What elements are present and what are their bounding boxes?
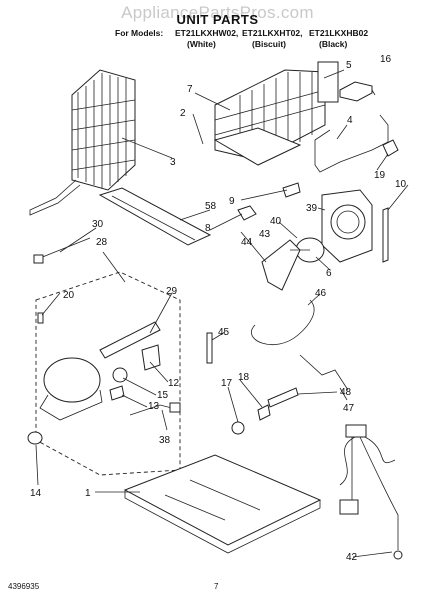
part-17-drawing (231, 421, 245, 435)
page-title: UNIT PARTS (176, 12, 259, 27)
part-9-drawing (282, 182, 301, 198)
leader-lines (35, 69, 409, 558)
callout-46: 46 (315, 288, 327, 299)
part-18-drawing (257, 404, 271, 421)
callout-5: 5 (346, 60, 352, 71)
part-38-drawing (129, 404, 173, 416)
wire-harness-drawing (339, 424, 403, 560)
callout-42: 42 (346, 552, 358, 563)
callout-19: 19 (374, 170, 386, 181)
fan-shroud-drawing (321, 189, 373, 263)
callout-8: 8 (205, 223, 211, 234)
part-47-drawing (299, 354, 349, 391)
doc-number: 4396935 (8, 582, 40, 591)
part-16-drawing (339, 81, 373, 102)
callout-47: 47 (343, 403, 355, 414)
callout-40: 40 (270, 216, 282, 227)
watermark: AppliancePartsPros.com (121, 3, 314, 22)
fan-motor-drawing (261, 237, 325, 291)
part-10-drawing (382, 207, 389, 263)
model-color: (Biscuit) (252, 39, 286, 49)
callout-39: 39 (306, 203, 318, 214)
callout-13: 13 (148, 401, 160, 412)
callout-9: 9 (229, 196, 235, 207)
models-label: For Models: (115, 28, 164, 38)
model-color: (Black) (319, 39, 348, 49)
callout-1: 1 (85, 488, 91, 499)
part-13-drawing (109, 385, 125, 401)
callout-3: 3 (170, 157, 176, 168)
callout-6: 6 (326, 268, 332, 279)
compressor-drawing (39, 357, 103, 421)
callout-28: 28 (96, 237, 108, 248)
callout-10: 10 (395, 179, 407, 190)
callout-labels: 3 2 7 4 5 16 19 10 9 58 8 39 40 43 44 6 … (30, 54, 407, 563)
callout-20: 20 (63, 290, 75, 301)
overload-drawing (112, 367, 128, 383)
heater-wire-drawing (314, 114, 389, 173)
part-45-drawing (206, 332, 213, 364)
model-number: ET21LKXHB02 (309, 28, 369, 38)
callout-12: 12 (168, 378, 180, 389)
evaporator-drawing (213, 61, 339, 166)
callout-58: 58 (205, 201, 217, 212)
callout-4: 4 (347, 115, 353, 126)
callout-14: 14 (30, 488, 42, 499)
base-pan-drawing (123, 454, 322, 554)
callout-45: 45 (218, 327, 230, 338)
part-8-drawing (237, 205, 257, 221)
model-number: ET21LKXHW02, (175, 28, 239, 38)
callout-30: 30 (92, 219, 104, 230)
part-29-drawing (99, 321, 161, 359)
callout-43: 43 (259, 229, 271, 240)
part-14-drawing (27, 431, 43, 445)
callout-16: 16 (380, 54, 392, 65)
callout-7: 7 (187, 84, 193, 95)
callout-44: 44 (241, 237, 253, 248)
condenser-coil-drawing (29, 69, 136, 216)
callout-18: 18 (238, 372, 250, 383)
part-48-drawing (267, 387, 299, 408)
part-46-drawing (251, 299, 315, 345)
callout-29: 29 (166, 286, 178, 297)
drain-trough-drawing (98, 187, 212, 246)
part-19-drawing (382, 139, 399, 157)
callout-15: 15 (157, 390, 169, 401)
relay-drawing (141, 344, 161, 371)
callout-17: 17 (221, 378, 233, 389)
page-number: 7 (214, 582, 219, 591)
model-color: (White) (187, 39, 216, 49)
model-number: ET21LKXHT02, (242, 28, 303, 38)
callout-2: 2 (180, 108, 186, 119)
part-30-drawing (39, 237, 91, 259)
part-20-drawing (37, 312, 44, 324)
callout-48: 48 (340, 387, 352, 398)
callout-38: 38 (159, 435, 171, 446)
